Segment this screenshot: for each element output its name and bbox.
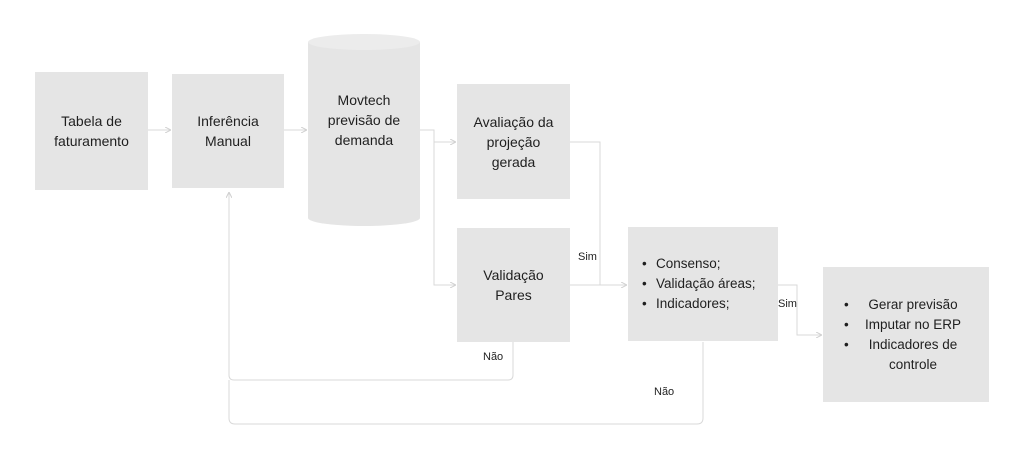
list-item: Gerar previsão xyxy=(844,295,968,315)
list-item: Indicadores de controle xyxy=(844,335,968,375)
list-item: Imputar no ERP xyxy=(844,315,968,335)
node-validacao-pares: Validação Pares xyxy=(457,228,570,342)
edge-label-sim: Sim xyxy=(778,298,797,310)
node-tabela-faturamento: Tabela de faturamento xyxy=(35,72,148,190)
node-movtech-cylinder: Movtech previsão de demanda xyxy=(308,34,420,226)
node-avaliacao: Avaliação da projeção gerada xyxy=(457,84,570,199)
edge-validacao-inferencia-nao xyxy=(229,193,514,381)
list-item: Validação áreas; xyxy=(642,274,756,294)
node-validacao-label: Validação Pares xyxy=(483,267,544,303)
edge-movtech-avaliacao xyxy=(420,129,455,142)
edge-consenso-inferencia-nao xyxy=(228,342,704,425)
cylinder-shape xyxy=(308,34,420,226)
edge-consenso-final xyxy=(778,284,821,335)
node-final-actions: Gerar previsão Imputar no ERP Indicadore… xyxy=(823,267,989,402)
node-inferencia-label: Inferência Manual xyxy=(197,113,259,149)
node-consenso: Consenso; Validação áreas; Indicadores; xyxy=(628,227,778,341)
edge-avaliacao-consenso xyxy=(570,141,626,285)
node-movtech-label: Movtech previsão de demanda xyxy=(327,92,401,148)
edge-movtech-validacao xyxy=(433,142,455,285)
node-avaliacao-label: Avaliação da projeção gerada xyxy=(473,113,554,170)
list-item: Indicadores; xyxy=(642,294,756,314)
node-inferencia-manual: Inferência Manual xyxy=(172,74,284,188)
consenso-list: Consenso; Validação áreas; Indicadores; xyxy=(642,254,756,314)
edge-label-sim: Sim xyxy=(578,251,597,263)
node-tabela-label: Tabela de faturamento xyxy=(54,113,129,149)
edge-label-nao: Não xyxy=(654,386,675,398)
list-item: Consenso; xyxy=(642,254,756,274)
final-list: Gerar previsão Imputar no ERP Indicadore… xyxy=(844,295,968,375)
edge-label-nao: Não xyxy=(483,351,504,363)
